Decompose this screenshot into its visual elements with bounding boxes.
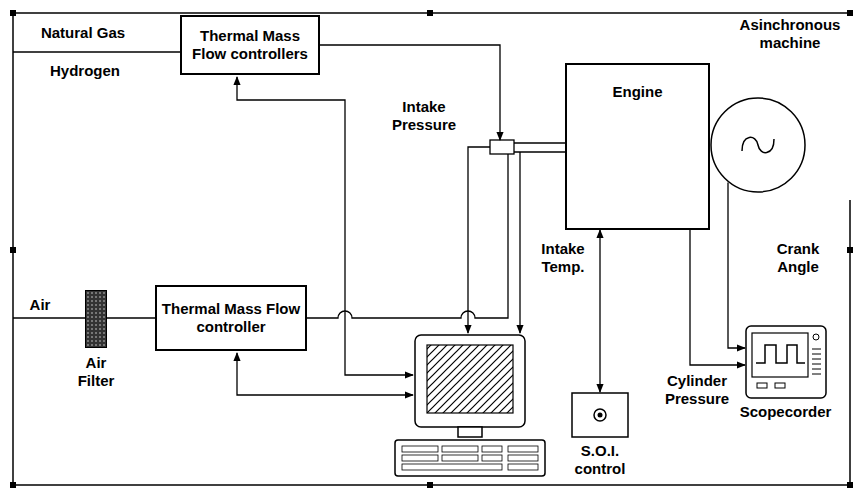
- machine-node: Asinchronous machine: [705, 14, 847, 196]
- connector: [107, 317, 155, 318]
- connector: [599, 230, 600, 392]
- machine-circle: [709, 96, 807, 194]
- connector: [690, 230, 745, 365]
- signal-label: Intake Temp.: [533, 240, 593, 276]
- box-text: Thermal Mass Flow controllers: [186, 27, 314, 63]
- signal-label: Crank Angle: [758, 240, 838, 276]
- scope-monitor: [745, 325, 827, 399]
- box-text: Engine: [612, 83, 662, 101]
- frame: [13, 13, 850, 485]
- machine-outline: [711, 98, 805, 192]
- connector: [728, 183, 745, 349]
- scope-vent: [812, 349, 821, 350]
- scope-outline: [746, 326, 826, 398]
- controller-box: Thermal Mass Flow controllers: [180, 15, 320, 75]
- soi-knob-center: [598, 413, 603, 418]
- air-filter-node: Air Filter: [66, 288, 126, 403]
- node-text: Air Filter: [66, 354, 126, 390]
- node-text: Scopecorder: [728, 403, 843, 421]
- scope-button: [775, 383, 785, 388]
- signal-label: Air: [20, 296, 60, 314]
- supply-lines: [13, 52, 180, 318]
- scope-vent: [812, 369, 821, 370]
- controller-box: Thermal Mass Flow controller: [155, 285, 307, 351]
- scope-vent: [812, 359, 821, 360]
- soi-outline: [572, 393, 628, 437]
- frame-markers: [10, 10, 853, 488]
- scopecorder-node: Scopecorder: [728, 325, 843, 425]
- soi-knob: [594, 409, 606, 421]
- box-text: Thermal Mass Flow controller: [161, 300, 301, 336]
- soi-box: [571, 392, 629, 438]
- scope-vent: [812, 354, 821, 355]
- scope-button: [757, 383, 767, 388]
- engine-box: Engine: [565, 63, 710, 230]
- signal-label: Hydrogen: [40, 62, 130, 80]
- connector: [320, 45, 500, 140]
- scope-knob: [813, 334, 819, 340]
- scope-vent: [812, 374, 821, 375]
- injector: [490, 140, 565, 154]
- soi-control-node: S.O.I. control: [555, 392, 645, 482]
- filter-element: [85, 290, 107, 348]
- signal-label: Cylinder Pressure: [654, 372, 740, 408]
- signal-label: Intake Pressure: [385, 98, 463, 134]
- computer-illustration: [395, 335, 545, 476]
- node-text: Asinchronous machine: [735, 16, 845, 52]
- connector: [307, 154, 508, 318]
- scope-vent: [812, 364, 821, 365]
- scope-trace: [756, 345, 805, 363]
- scope-screen: [752, 333, 808, 377]
- node-text: S.O.I. control: [555, 442, 645, 478]
- ac-symbol: [742, 137, 774, 152]
- signal-label: Natural Gas: [28, 24, 138, 42]
